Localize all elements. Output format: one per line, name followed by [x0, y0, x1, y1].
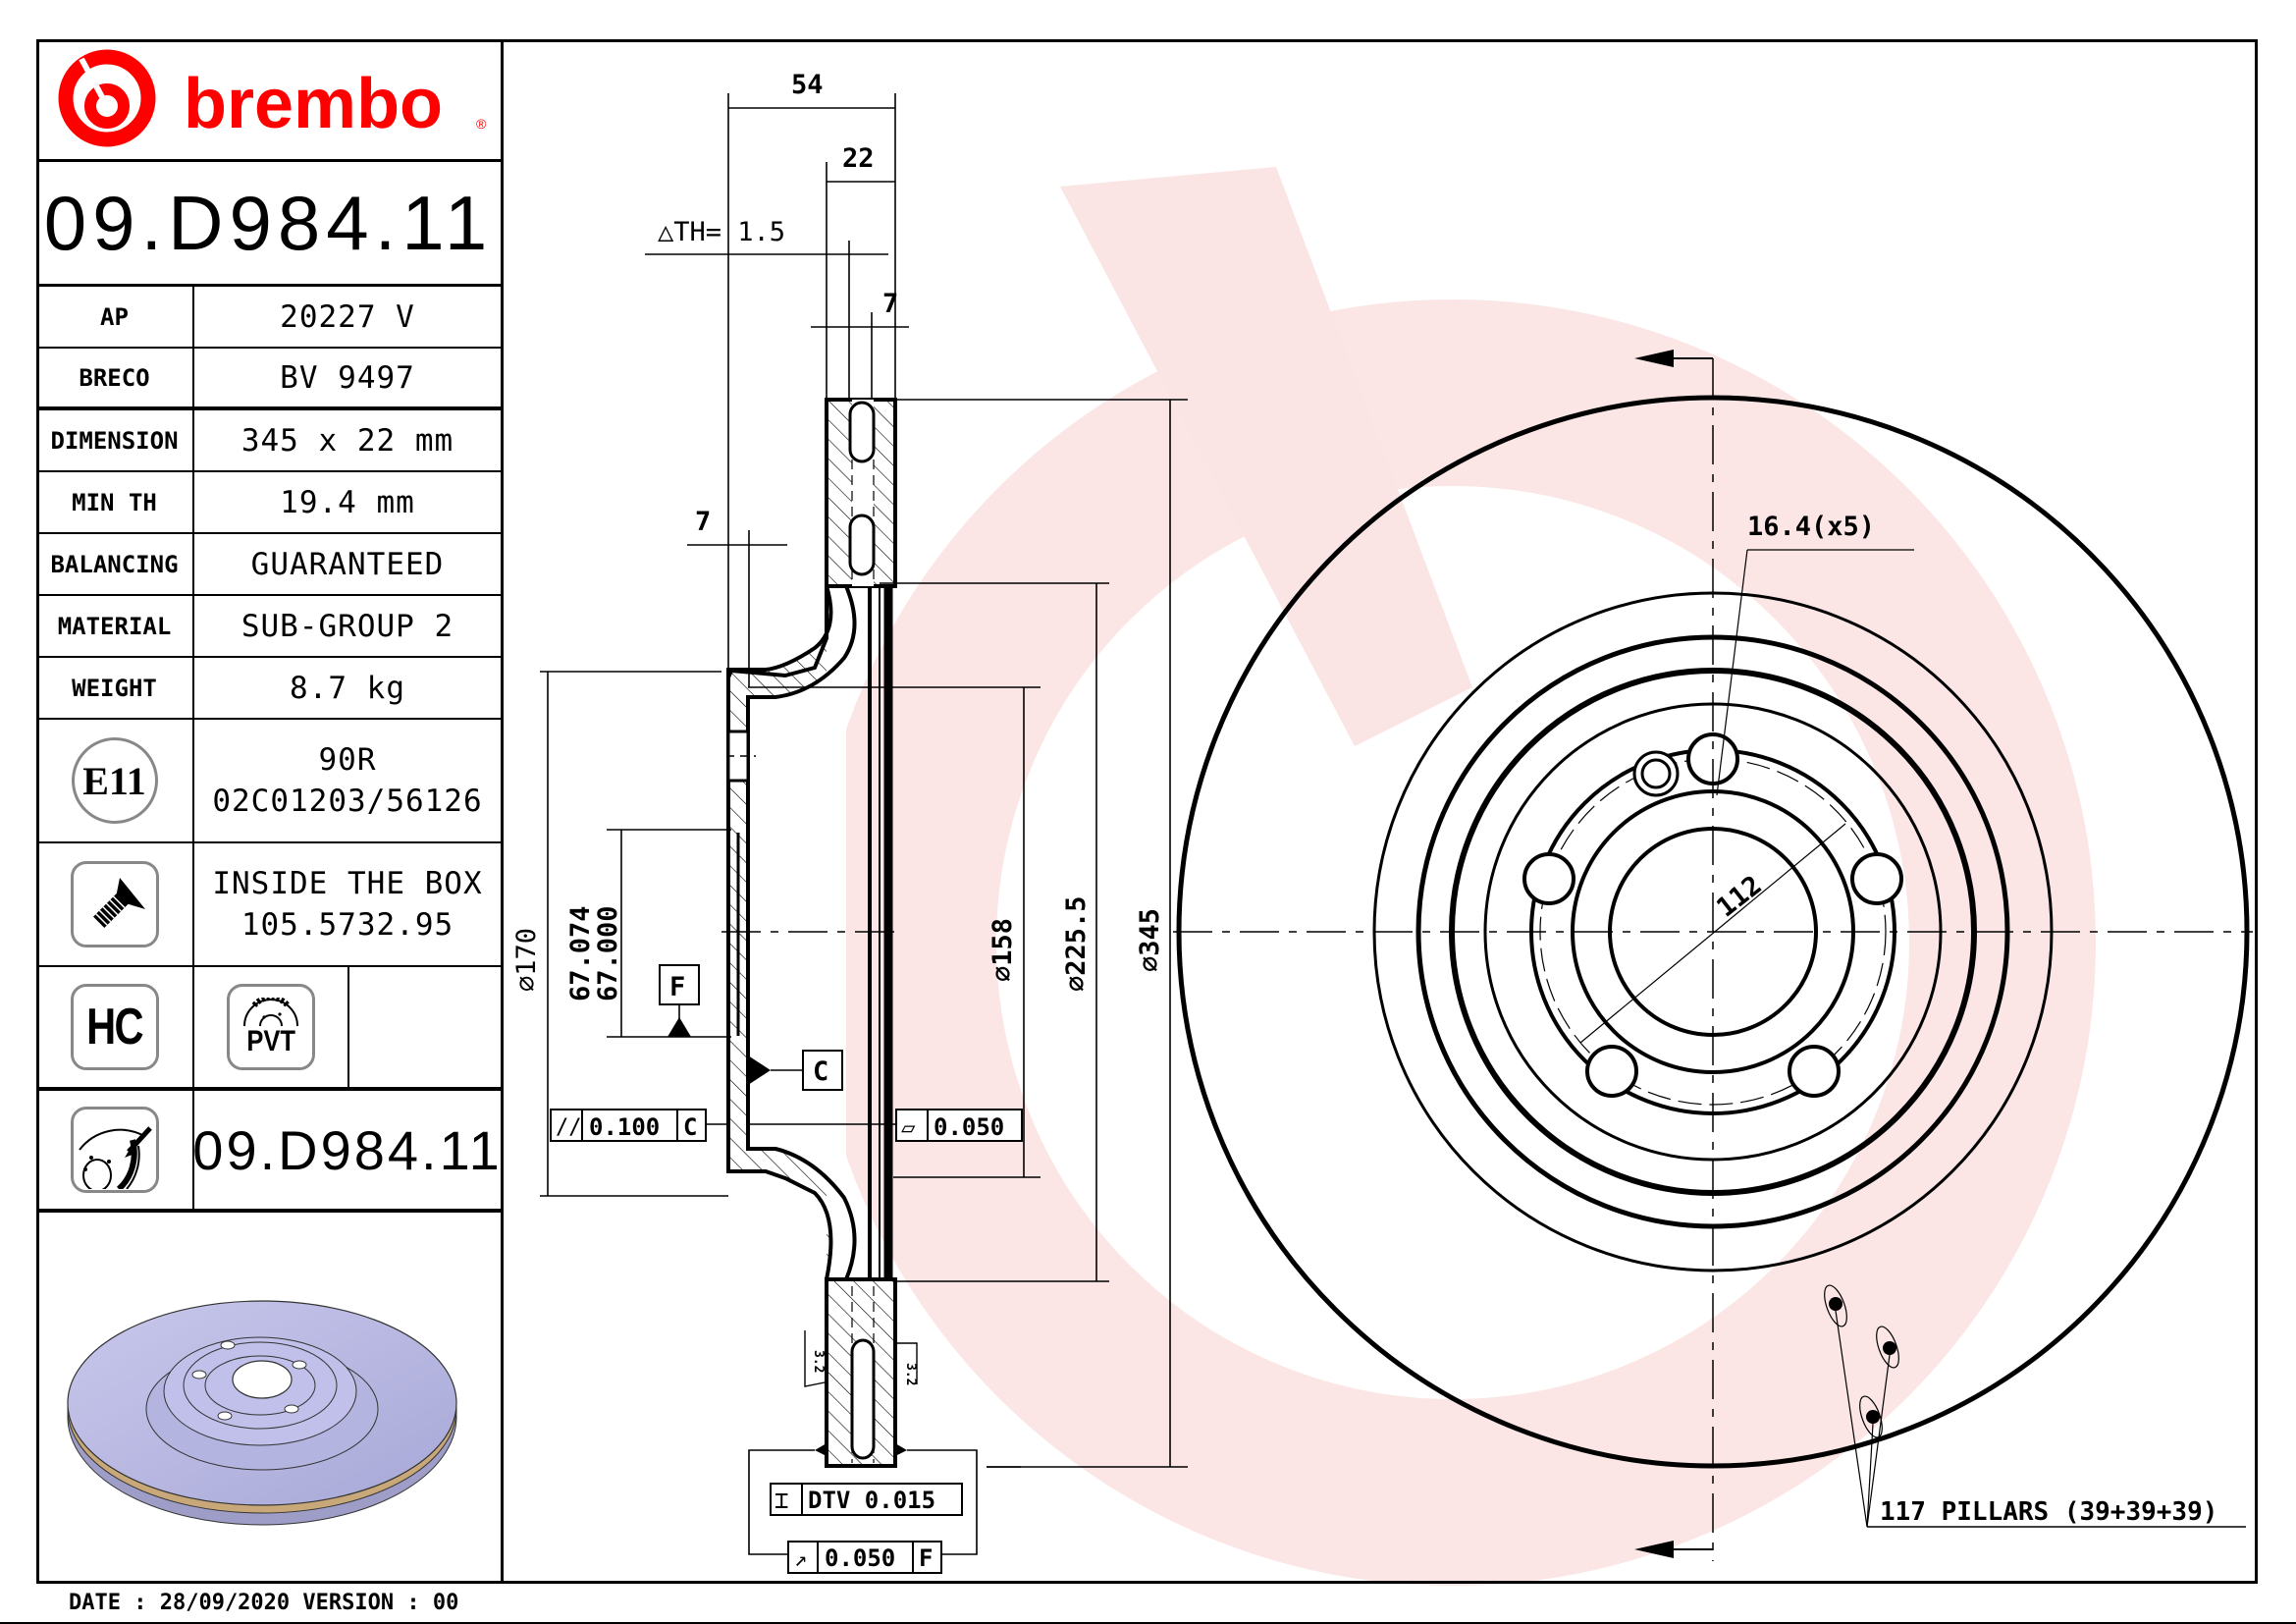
- spec-value: SUB-GROUP 2: [240, 608, 454, 644]
- hc-icon-cell: HC: [36, 967, 194, 1087]
- logo-row: brembo ®: [36, 39, 501, 162]
- dim-dia-225: ⌀225.5: [1061, 895, 1092, 992]
- e11-approval-icon: E11: [71, 737, 158, 824]
- flatness-value: 0.050: [934, 1113, 1004, 1141]
- dim-7-right: 7: [882, 289, 898, 319]
- front-view-labels: 16.4(x5) 112 117 PILLARS (39+39+39): [1711, 512, 2217, 1527]
- spec-label: AP: [36, 287, 194, 347]
- pvt-icon-text: PVT: [246, 1025, 295, 1057]
- disc-mark-icon-cell: [36, 1091, 194, 1209]
- e11-icon-cell: E11: [36, 720, 194, 841]
- spec-value: 19.4 mm: [280, 484, 415, 520]
- spec-label: WEIGHT: [36, 658, 194, 718]
- cross-section: [540, 93, 1188, 1574]
- spec-row-dimension: DIMENSION 345 x 22 mm: [36, 410, 501, 472]
- spec-label: DIMENSION: [36, 410, 194, 470]
- screw-note: INSIDE THE BOX: [212, 866, 483, 901]
- footer-date-version: DATE : 28/09/2020 VERSION : 00: [69, 1591, 459, 1615]
- spec-label: MATERIAL: [36, 596, 194, 656]
- part-number-row: 09.D984.11: [36, 162, 501, 287]
- spec-row-weight: WEIGHT 8.7 kg: [36, 658, 501, 720]
- parallelism-symbol: //: [556, 1115, 582, 1140]
- roughness-left: 3.2: [811, 1350, 826, 1373]
- datum-f: F: [669, 972, 685, 1002]
- part-number-repeat-row: 09.D984.11: [36, 1091, 501, 1213]
- runout-value: 0.050: [825, 1544, 895, 1572]
- screw-row: INSIDE THE BOX 105.5732.95: [36, 843, 501, 967]
- dim-dia-158: ⌀158: [988, 918, 1018, 982]
- drawing-frame: [36, 39, 2258, 1584]
- disc-marking-icon: [70, 1107, 159, 1193]
- empty-cell: [349, 967, 501, 1087]
- bottom-rule: [0, 1622, 2296, 1624]
- spec-value: 345 x 22 mm: [240, 422, 454, 459]
- dim-dia-170: ⌀170: [511, 928, 542, 992]
- datum-c: C: [813, 1056, 828, 1087]
- spec-label: MIN TH: [36, 472, 194, 532]
- disc-render-row: [36, 1213, 501, 1581]
- pvt-icon-cell: PVT: [194, 967, 349, 1087]
- spec-row-breco: BRECO BV 9497: [36, 349, 501, 410]
- approval-regulation: 90R: [318, 742, 377, 778]
- dim-7-left: 7: [695, 507, 711, 537]
- watermark-slash: [1060, 167, 1472, 746]
- dim-22: 22: [842, 143, 875, 174]
- screw-icon: [70, 861, 159, 947]
- spec-row-ap: AP 20227 V: [36, 287, 501, 349]
- pillars-label: 117 PILLARS (39+39+39): [1880, 1497, 2217, 1527]
- flatness-symbol: ▱: [901, 1113, 916, 1141]
- screw-part-number: 105.5732.95: [240, 907, 454, 943]
- approval-number: 02C01203/56126: [212, 784, 483, 819]
- dtv-value: DTV 0.015: [808, 1487, 935, 1514]
- spec-value: 20227 V: [280, 298, 415, 335]
- runout-symbol: ↗: [794, 1547, 807, 1572]
- parallelism-value: 0.100: [589, 1113, 660, 1141]
- front-view: [1173, 350, 2253, 1561]
- part-number-repeat: 09.D984.11: [192, 1118, 503, 1181]
- roughness-right: 3.2: [903, 1363, 918, 1385]
- runout-datum: F: [919, 1544, 933, 1572]
- hc-icon: HC: [70, 984, 159, 1070]
- screw-icon-cell: [36, 843, 194, 965]
- dim-dia-345: ⌀345: [1135, 908, 1165, 972]
- title-block: brembo ® 09.D984.11 AP 20227 V BRECO BV …: [36, 39, 504, 1584]
- bolt-holes: [1522, 732, 1903, 1098]
- spec-row-balancing: BALANCING GUARANTEED: [36, 534, 501, 596]
- parallelism-datum: C: [683, 1113, 697, 1141]
- dtv-symbol: ⌶: [774, 1487, 788, 1514]
- disc-3d-render: [67, 1300, 457, 1526]
- brembo-logo: brembo ®: [58, 49, 487, 147]
- spec-label: BRECO: [36, 349, 194, 406]
- section-dimension-labels: 54 22 △TH= 1.5 7 7 ⌀170 67.074 67.000 ⌀1…: [511, 70, 1165, 1572]
- dim-dia-67-upper: 67.074: [565, 905, 596, 1001]
- screw-text: INSIDE THE BOX 105.5732.95: [194, 843, 501, 965]
- spec-value: BV 9497: [280, 359, 415, 396]
- dim-delta-th: △TH= 1.5: [658, 217, 785, 247]
- dim-dia-67-lower: 67.000: [593, 905, 623, 1001]
- watermark-logo: [810, 299, 2096, 1586]
- part-number-repeat-cell: 09.D984.11: [192, 1091, 503, 1209]
- dim-54: 54: [791, 70, 824, 100]
- spec-value: 8.7 kg: [290, 670, 405, 706]
- spec-row-min-th: MIN TH 19.4 mm: [36, 472, 501, 534]
- spec-value: GUARANTEED: [250, 546, 445, 582]
- hc-icon-text: HC: [86, 999, 143, 1056]
- pillars: [1824, 1284, 2246, 1528]
- spec-row-material: MATERIAL SUB-GROUP 2: [36, 596, 501, 658]
- approval-row: E11 90R 02C01203/56126: [36, 720, 501, 843]
- brand-wordmark: brembo: [184, 65, 443, 143]
- features-row: HC PVT: [36, 967, 501, 1091]
- part-number: 09.D984.11: [43, 179, 494, 266]
- bolt-hole-label: 16.4(x5): [1747, 512, 1875, 542]
- registered-mark: ®: [476, 116, 487, 132]
- approval-text: 90R 02C01203/56126: [194, 720, 501, 841]
- pvt-icon: PVT: [227, 984, 315, 1070]
- spec-label: BALANCING: [36, 534, 194, 594]
